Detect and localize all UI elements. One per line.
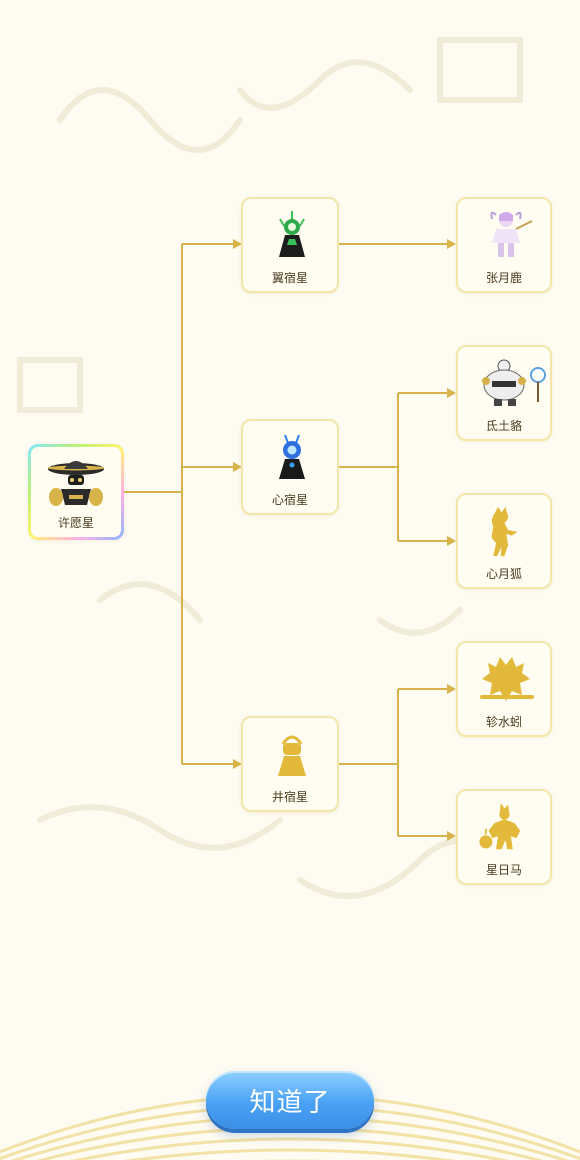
heart-star-spirit-icon <box>279 434 305 479</box>
confirm-button[interactable]: 知道了 <box>206 1071 374 1129</box>
node-label: 星日马 <box>485 863 522 877</box>
zhang-yue-lu-icon <box>490 211 533 257</box>
node-label: 心宿星 <box>271 493 308 507</box>
node-label: 张月鹿 <box>485 271 522 285</box>
node-label: 井宿星 <box>271 790 308 804</box>
node-di-tu-he[interactable]: 氐土貉 <box>456 345 552 441</box>
root-node-wish-star[interactable]: 许愿星 <box>28 444 124 540</box>
di-tu-he-icon <box>482 359 546 406</box>
zhen-shui-yin-silhouette-icon <box>480 657 534 701</box>
node-label: 翼宿星 <box>271 271 308 285</box>
root-node-label: 许愿星 <box>57 516 94 530</box>
wing-star-spirit-icon <box>279 211 305 257</box>
node-xing-ri-ma[interactable]: 星日马 <box>456 789 552 885</box>
node-label: 氐土貉 <box>485 419 522 433</box>
node-wing-star[interactable]: 翼宿星 <box>241 197 339 293</box>
node-well-star[interactable]: 井宿星 <box>241 716 339 812</box>
node-xin-yue-hu[interactable]: 心月狐 <box>456 493 552 589</box>
xing-ri-ma-silhouette-icon <box>479 802 521 850</box>
node-label: 轸水蚓 <box>485 715 522 729</box>
wish-star-spirit-icon <box>48 461 104 506</box>
node-heart-star[interactable]: 心宿星 <box>241 419 339 515</box>
node-label: 心月狐 <box>485 567 522 581</box>
node-zhang-yue-lu[interactable]: 张月鹿 <box>456 197 552 293</box>
xin-yue-hu-silhouette-icon <box>491 506 518 557</box>
node-zhen-shui-yin[interactable]: 轸水蚓 <box>456 641 552 737</box>
well-star-spirit-silhouette-icon <box>278 735 306 776</box>
